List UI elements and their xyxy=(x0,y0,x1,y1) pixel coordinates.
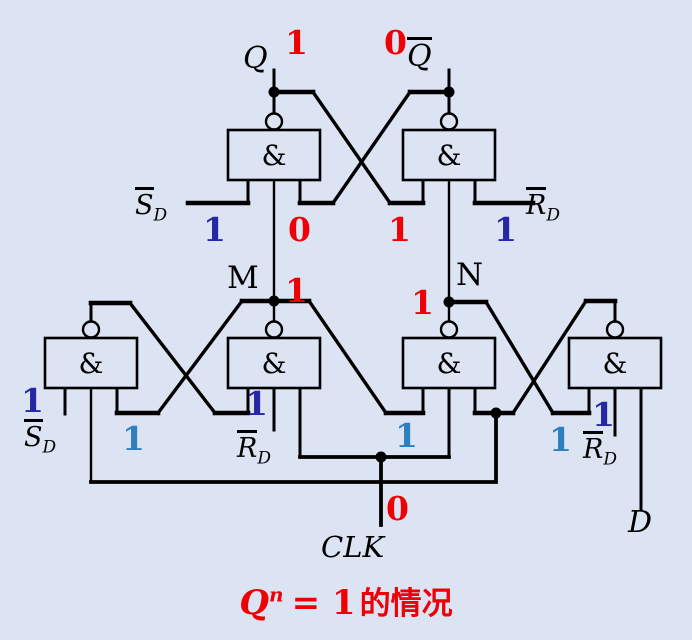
value-g1-out: 1 xyxy=(122,419,145,458)
caption-superscript: n xyxy=(269,582,284,607)
gate-g5-symbol: & xyxy=(262,139,287,172)
gate-g1-bubble xyxy=(81,320,101,339)
gate-g5-bubble xyxy=(264,112,284,131)
value-g5-set: 1 xyxy=(203,210,226,249)
sd-bottom-sub: D xyxy=(42,437,57,458)
gates: & & & & & xyxy=(43,112,663,390)
label-rd-right: RD xyxy=(583,431,617,468)
value-g6-reset: 1 xyxy=(494,210,517,249)
gate-g1-symbol: & xyxy=(79,347,104,380)
junction-g4-out xyxy=(490,407,502,419)
label-q-bar: Q xyxy=(407,37,432,72)
value-q: 1 xyxy=(285,23,308,62)
gate-g5-output-q: & xyxy=(226,112,322,182)
gate-g3-output-n: & xyxy=(401,320,497,390)
value-n-to-g4: 1 xyxy=(549,420,572,459)
sd-top-base: S xyxy=(135,187,154,219)
gate-g2-output-m: & xyxy=(226,320,322,390)
label-node-m: M xyxy=(227,260,259,296)
value-g5-cross: 0 xyxy=(288,210,311,249)
label-node-n: N xyxy=(456,257,484,293)
gate-g2-bubble xyxy=(264,320,284,339)
gate-g6-bubble xyxy=(439,112,459,131)
gate-g3-bubble xyxy=(439,320,459,339)
value-m-to-g3: 1 xyxy=(395,416,418,455)
q-bar-letter: Q xyxy=(407,37,432,74)
rd-right-base: R xyxy=(583,431,604,463)
rd-top-base: R xyxy=(526,187,547,219)
junction-q xyxy=(268,86,280,98)
junction-clk xyxy=(375,451,387,463)
label-sd-bottom: SD xyxy=(24,419,56,456)
gate-g4-bubble xyxy=(605,320,625,339)
junction-m xyxy=(268,295,280,307)
caption-equals: = 1 xyxy=(291,583,356,623)
value-node-n: 1 xyxy=(411,283,434,322)
gate-g1: & xyxy=(43,320,139,390)
value-q-bar: 0 xyxy=(384,23,407,62)
label-sd-top: SD xyxy=(135,187,167,224)
label-rd-mid: RD xyxy=(237,430,271,467)
label-clk: CLK xyxy=(321,530,385,564)
sd-top-sub: D xyxy=(153,205,168,226)
rd-mid-base: R xyxy=(237,430,258,462)
junction-n xyxy=(443,296,455,308)
label-q: Q xyxy=(243,41,268,76)
sd-bottom-base: S xyxy=(24,419,43,451)
gate-g6-output-qbar: & xyxy=(401,112,497,182)
rd-mid-sub: D xyxy=(257,448,271,469)
junction-qbar xyxy=(443,86,455,98)
caption-variable: Q xyxy=(239,583,270,623)
junction-dots xyxy=(268,86,502,463)
wires-diagonals xyxy=(127,89,589,416)
label-rd-top: RD xyxy=(526,187,560,224)
gate-g4-symbol: & xyxy=(603,347,628,380)
gate-g6-symbol: & xyxy=(437,139,462,172)
value-g2-reset: 1 xyxy=(245,384,268,423)
value-g4-reset: 1 xyxy=(592,395,615,434)
value-clk: 0 xyxy=(386,489,409,528)
value-node-m: 1 xyxy=(285,271,308,310)
value-g6-cross: 1 xyxy=(388,210,411,249)
gate-g4: & xyxy=(567,320,663,390)
wires-clock-and-bus xyxy=(89,411,498,527)
value-g1-set: 1 xyxy=(21,381,44,420)
rd-top-sub: D xyxy=(546,205,560,226)
rd-right-sub: D xyxy=(603,449,617,470)
gate-g3-symbol: & xyxy=(437,347,462,380)
caption-suffix: 的情况 xyxy=(359,586,453,622)
gate-g2-symbol: & xyxy=(262,347,287,380)
label-d: D xyxy=(628,505,653,540)
